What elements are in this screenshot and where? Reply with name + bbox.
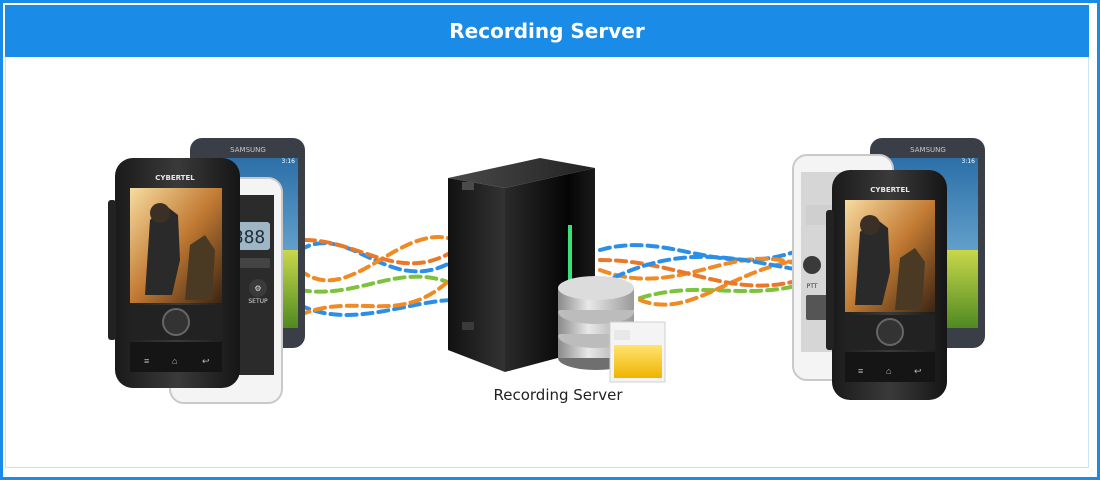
firefighter-figure [895,248,925,310]
ptt-button [162,308,190,336]
firefighter-helmet [150,203,170,223]
firefighter-figure [855,218,890,305]
right-phone-rugged: CYBERTEL ≡ ⌂ ↩ [826,170,947,400]
remote-display: 888 [233,227,266,248]
link-line [298,241,457,274]
link-line [598,258,802,288]
link-line [298,274,457,294]
svg-text:↩: ↩ [202,356,210,366]
samsung-brand: SAMSUNG [910,146,946,154]
link-line [303,238,457,266]
link-line [298,273,457,317]
ptt-key [803,256,821,274]
link-line [598,254,802,287]
link-line [298,235,457,283]
drive-bay [462,182,474,190]
page-title: Recording Server [5,5,1089,57]
server-caption: Recording Server [493,386,623,404]
firefighter-figure [185,235,215,300]
left-phone-rugged: CYBERTEL ≡ ⌂ ↩ [108,158,240,388]
right-connection-lines [598,243,802,307]
key-label: PTT [807,283,818,290]
svg-text:↩: ↩ [914,366,922,376]
svg-text:⚙: ⚙ [254,284,261,293]
left-connection-lines [298,235,457,317]
svg-text:⌂: ⌂ [886,366,891,376]
svg-text:≡: ≡ [144,356,149,366]
ptt-button [876,318,904,346]
rugged-brand: CYBERTEL [870,186,910,194]
link-line [298,298,457,317]
vent [462,322,474,330]
samsung-brand: SAMSUNG [230,146,266,154]
status-light [568,225,572,280]
folder-icon [609,321,666,383]
link-line [598,256,802,281]
link-line [638,283,802,300]
diagram-canvas [5,57,1089,468]
svg-text:⌂: ⌂ [172,356,177,366]
svg-text:≡: ≡ [858,366,863,376]
status-time: 3:16 [962,158,976,165]
link-line [598,243,802,262]
remote-label: SETUP [248,298,268,305]
firefighter-helmet [860,215,880,235]
status-time: 3:16 [282,158,296,165]
rugged-brand: CYBERTEL [155,174,195,182]
firefighter-figure [145,205,180,295]
